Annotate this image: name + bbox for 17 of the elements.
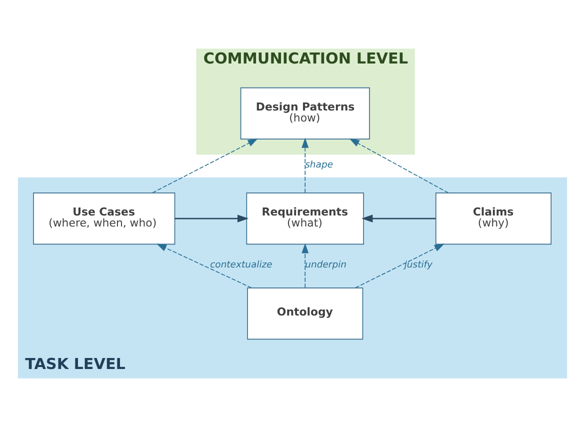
arrow — [174, 214, 249, 222]
arrow — [156, 243, 252, 288]
arrow — [349, 138, 449, 193]
node-box: Requirements (what) — [246, 192, 364, 244]
node-box: Use Cases (where, when, who) — [33, 192, 176, 244]
arrow — [362, 214, 436, 222]
arrow — [152, 138, 258, 193]
edge-label: justify — [404, 259, 433, 270]
edge-label: shape — [305, 159, 334, 170]
arrow — [302, 242, 309, 288]
arrow — [302, 137, 309, 193]
edge-label: contextualize — [210, 259, 272, 270]
node-box: Ontology — [247, 287, 364, 340]
node-box: Claims (why) — [435, 192, 552, 244]
arrow — [354, 243, 445, 288]
node-box: Design Patterns (how) — [240, 86, 370, 139]
edge-label: underpin — [305, 259, 347, 270]
